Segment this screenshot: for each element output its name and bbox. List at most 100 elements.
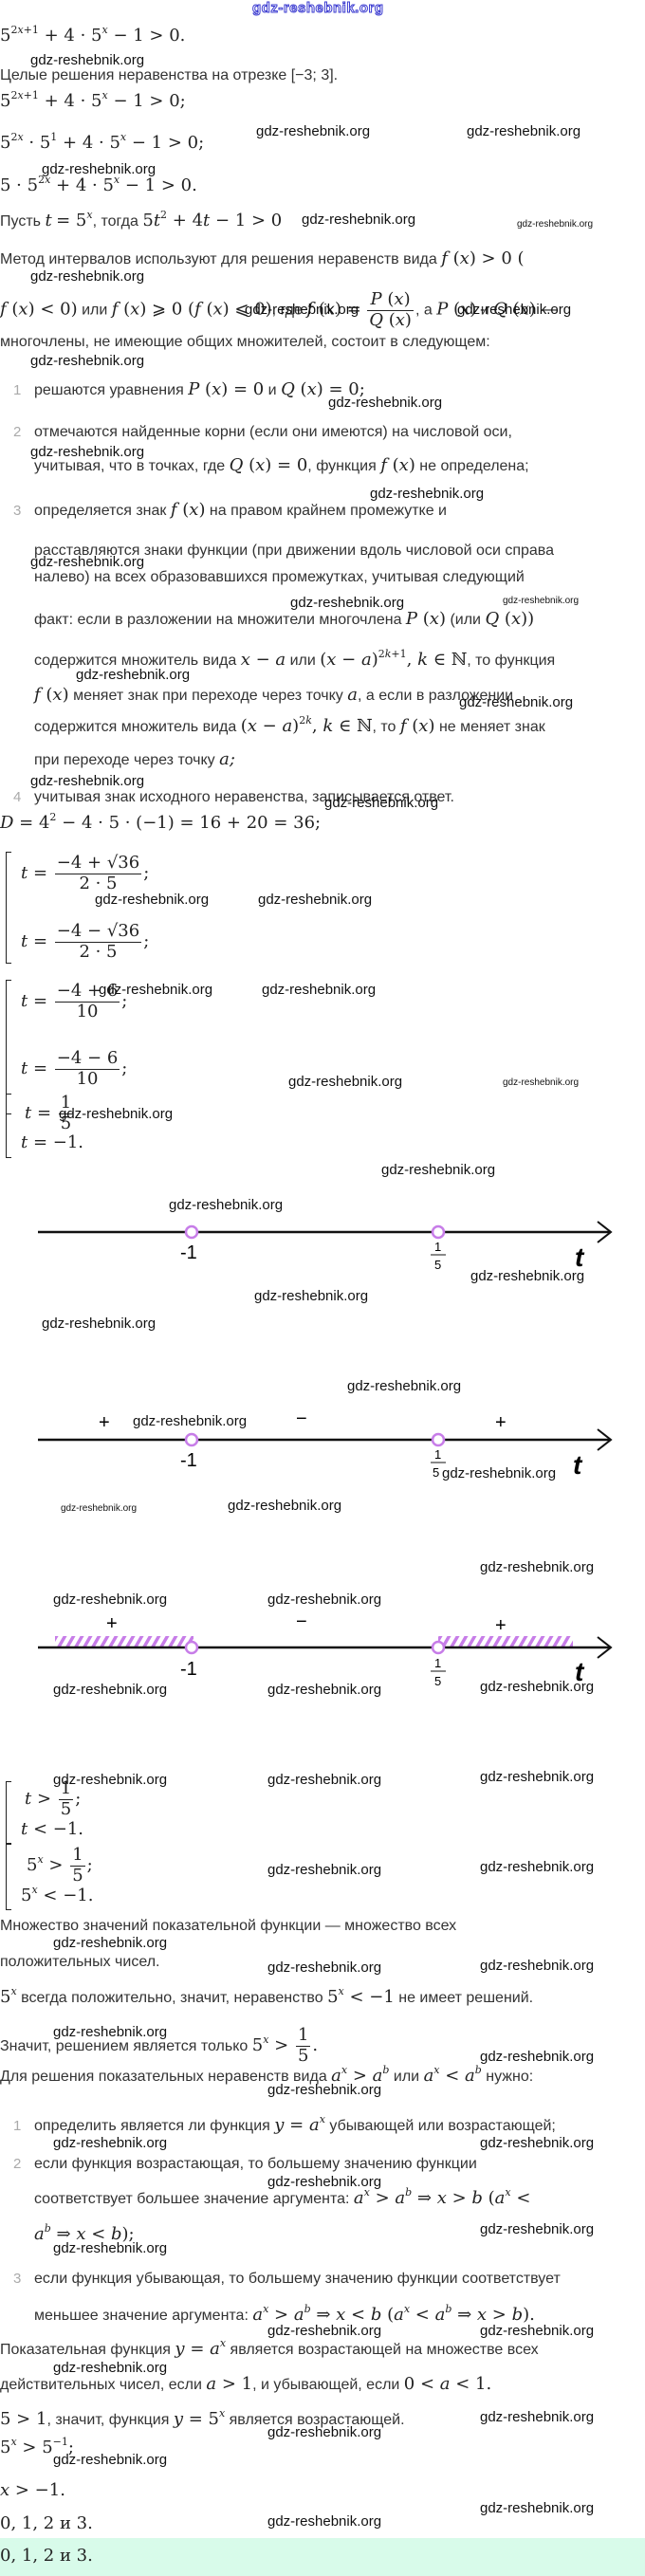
number-line-roots: -1 1 5 t [38, 1221, 613, 1271]
method-item-2-line-2: учитывая, что в точках, где Q (x) = 0, ф… [34, 455, 529, 475]
step-exp-compare: 5x > 5−1; [0, 2436, 74, 2457]
open-point-one-fifth [431, 1224, 446, 1240]
range-text-line-1: Множество значений показательной функции… [0, 1918, 457, 1934]
sign-plus-right: + [495, 1615, 507, 1636]
watermark: gdz-reshebnik.org [53, 2360, 168, 2376]
watermark: gdz-reshebnik.org [133, 1413, 248, 1429]
watermark: gdz-reshebnik.org [347, 1378, 462, 1394]
watermark: gdz-reshebnik.org [267, 2513, 382, 2530]
t-less-minus-1: t < −1. [21, 1819, 84, 1839]
step-2: 52x · 51 + 4 · 5x − 1 > 0; [0, 131, 205, 153]
watermark: gdz-reshebnik.org [95, 892, 210, 908]
watermark: gdz-reshebnik.org [267, 1772, 382, 1788]
sign-minus-middle: − [296, 1612, 307, 1632]
axis-var-t: t [575, 1657, 585, 1686]
axis-arrow [597, 1428, 613, 1451]
system-bracket [6, 852, 11, 964]
open-point-one-fifth [431, 1640, 446, 1655]
rule-item-2-line-2: соответствует большее значение аргумента… [34, 2186, 531, 2208]
watermark: gdz-reshebnik.org [267, 1592, 382, 1608]
watermark: gdz-reshebnik.org [53, 1682, 168, 1698]
watermark: gdz-reshebnik.org [503, 1077, 580, 1088]
fraction-p-over-q: P (x)Q (x) [367, 289, 414, 330]
step-1: 52x+1 + 4 · 5x − 1 > 0; [0, 89, 186, 111]
watermark: gdz-reshebnik.org [480, 1679, 595, 1695]
axis-var-t: t [573, 1450, 583, 1480]
method-intro-line-3: многочлены, не имеющие общих множителей,… [0, 334, 490, 350]
step-x-greater: x > −1. [0, 2480, 65, 2500]
rule-intro-line: Для решения показательных неравенств вид… [0, 2064, 534, 2086]
watermark: gdz-reshebnik.org [503, 596, 580, 606]
watermark: gdz-reshebnik.org [328, 395, 443, 411]
site-watermark-header[interactable]: gdz-reshebnik.org [252, 0, 384, 17]
watermark: gdz-reshebnik.org [258, 892, 373, 908]
watermark: gdz-reshebnik.org [442, 1465, 557, 1481]
watermark: gdz-reshebnik.org [30, 268, 145, 285]
watermark: gdz-reshebnik.org [459, 694, 574, 710]
rule-item-3-line-2: меньшее значение аргумента: ax > ab ⇒ x … [34, 2303, 535, 2325]
watermark: gdz-reshebnik.org [480, 1559, 595, 1575]
watermark: gdz-reshebnik.org [480, 2409, 595, 2425]
watermark: gdz-reshebnik.org [267, 2174, 382, 2190]
watermark: gdz-reshebnik.org [480, 2221, 595, 2237]
watermark: gdz-reshebnik.org [30, 554, 145, 570]
sign-plus-right: + [495, 1412, 507, 1433]
method-item-3-line-6: f (x) меняет знак при переходе через точ… [34, 685, 514, 705]
watermark: gdz-reshebnik.org [290, 595, 405, 611]
task-inequality: 52x+1 + 4 · 5x − 1 > 0. [0, 24, 186, 46]
watermark: gdz-reshebnik.org [53, 1592, 168, 1608]
open-point-minus-1 [184, 1640, 199, 1655]
watermark: gdz-reshebnik.org [53, 2135, 168, 2151]
watermark: gdz-reshebnik.org [228, 1498, 342, 1514]
root-final-2: t = −1. [21, 1132, 84, 1152]
axis-var-t: t [575, 1242, 585, 1271]
label-one-fifth-num: 1 [434, 1656, 441, 1670]
watermark: gdz-reshebnik.org [480, 2135, 595, 2151]
watermark: gdz-reshebnik.org [267, 2323, 382, 2339]
watermark: gdz-reshebnik.org [267, 2424, 382, 2440]
number-line-signs: + − + -1 1 5 t [38, 1408, 613, 1480]
answer-text: 0, 1, 2 и 3. [0, 2546, 93, 2566]
sign-plus-left: + [99, 1412, 110, 1433]
discriminant: D = 42 − 4 · 5 · (−1) = 16 + 20 = 36; [0, 811, 322, 833]
label-minus-1: -1 [180, 1450, 197, 1471]
method-intro-line-1: Метод интервалов используют для решения … [0, 248, 525, 268]
watermark: gdz-reshebnik.org [324, 795, 439, 811]
watermark: gdz-reshebnik.org [267, 1682, 382, 1698]
watermark: gdz-reshebnik.org [267, 1960, 382, 1976]
open-point-minus-1 [184, 1224, 199, 1240]
5x-less-minus-1: 5x < −1. [21, 1884, 94, 1905]
substitution-line: Пусть t = 5x, тогда 5t2 + 4t − 1 > 0 [0, 209, 283, 230]
watermark: gdz-reshebnik.org [256, 123, 371, 139]
watermark: gdz-reshebnik.org [267, 1862, 382, 1878]
system-bracket [6, 1094, 11, 1158]
watermark: gdz-reshebnik.org [370, 486, 485, 502]
always-positive-line: 5x всегда положительно, значит, неравенс… [0, 1985, 534, 2007]
watermark: gdz-reshebnik.org [42, 1316, 157, 1332]
watermark: gdz-reshebnik.org [30, 353, 145, 369]
watermark: gdz-reshebnik.org [480, 1859, 595, 1875]
label-minus-1: -1 [180, 1659, 197, 1680]
watermark: gdz-reshebnik.org [53, 2240, 168, 2256]
watermark: gdz-reshebnik.org [467, 123, 581, 139]
watermark: gdz-reshebnik.org [42, 161, 157, 177]
label-one-fifth-den: 5 [434, 1674, 441, 1688]
watermark: gdz-reshebnik.org [517, 219, 594, 230]
watermark: gdz-reshebnik.org [267, 2082, 382, 2098]
watermark: gdz-reshebnik.org [254, 1288, 369, 1304]
number-line-solution: + − + -1 1 5 t [38, 1612, 613, 1688]
watermark: gdz-reshebnik.org [99, 982, 213, 998]
watermark: gdz-reshebnik.org [30, 773, 145, 789]
rule-item-2-line-3: ab ⇒ x < b); [34, 2222, 135, 2244]
shaded-interval-left [55, 1636, 194, 1647]
label-one-fifth-num: 1 [434, 1447, 441, 1462]
